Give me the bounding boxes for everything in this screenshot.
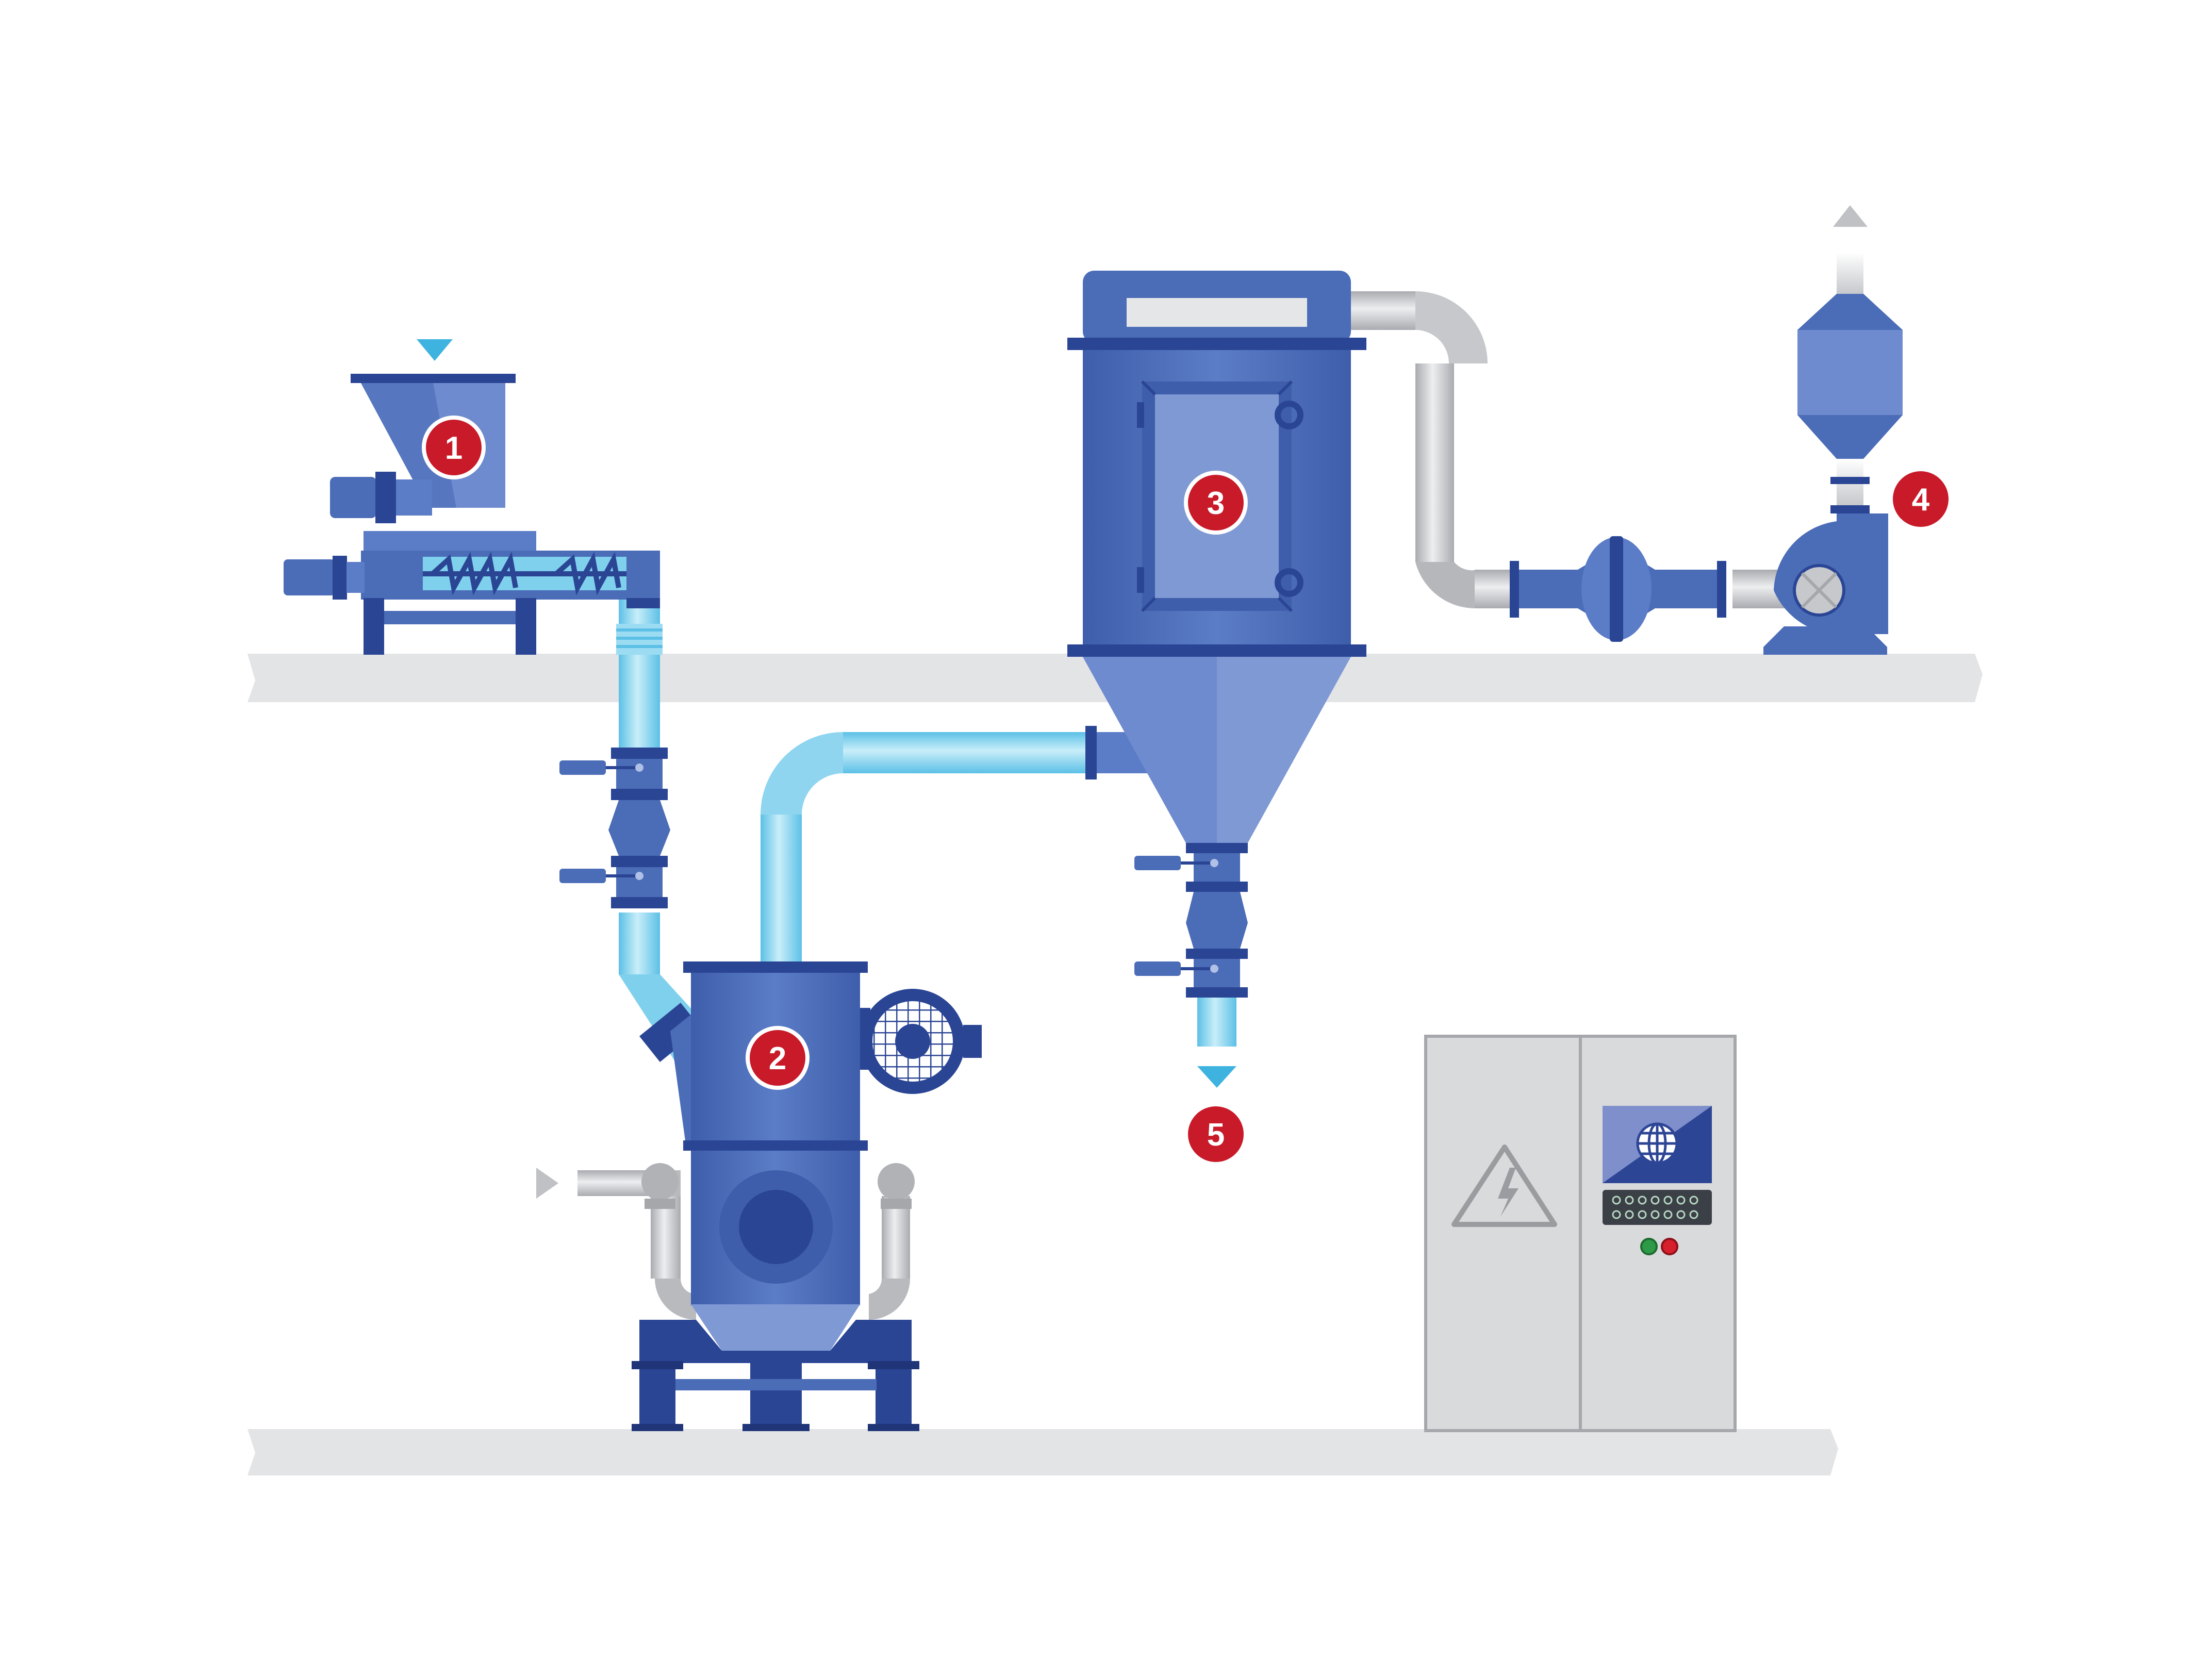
badge-1: 1 — [422, 416, 486, 479]
cyclone-filter — [1067, 271, 1366, 843]
svg-text:4: 4 — [1912, 482, 1930, 518]
svg-text:3: 3 — [1207, 486, 1225, 521]
air-inlet-pipe — [577, 1163, 915, 1320]
badge-2: 2 — [746, 1026, 810, 1090]
mill — [632, 961, 982, 1431]
arrow-down-icon — [417, 339, 453, 361]
exhaust-stack-pipe — [1837, 253, 1863, 294]
globe-icon — [1636, 1122, 1678, 1165]
badge-4: 4 — [1889, 467, 1953, 531]
badge-5: 5 — [1184, 1102, 1248, 1166]
red-indicator-light — [1661, 1238, 1678, 1255]
product-pipe-mill-to-filter — [761, 726, 1186, 969]
svg-text:2: 2 — [769, 1041, 786, 1076]
control-screen — [1603, 1106, 1712, 1183]
badge-3: 3 — [1184, 471, 1248, 535]
svg-text:1: 1 — [445, 430, 463, 466]
filter-outlet-valves — [1134, 843, 1248, 1047]
arrow-right-icon — [536, 1168, 558, 1199]
lower-floor — [247, 1429, 1838, 1475]
control-cabinet — [1424, 1035, 1737, 1432]
high-voltage-warning-icon — [1451, 1144, 1557, 1227]
exhaust-fan — [1763, 294, 1903, 655]
green-indicator-light — [1640, 1238, 1658, 1255]
dosing-screw-feeder — [284, 374, 660, 655]
svg-text:5: 5 — [1207, 1117, 1225, 1153]
feeder-line-valves — [559, 748, 670, 908]
arrow-down-icon — [1197, 1066, 1236, 1088]
air-line-silencer — [1510, 536, 1726, 642]
keypad — [1603, 1190, 1712, 1225]
arrow-up-icon — [1833, 205, 1868, 227]
